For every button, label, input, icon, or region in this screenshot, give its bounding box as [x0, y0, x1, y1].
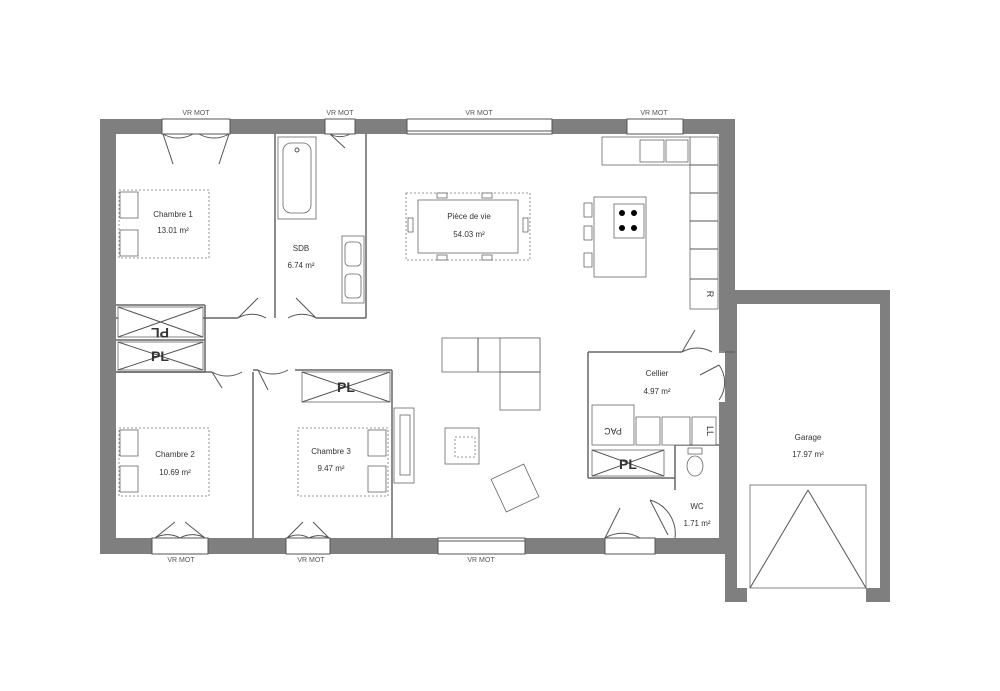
window-labels: VR MOT VR MOT VR MOT VR MOT VR MOT VR MO… — [167, 110, 668, 564]
room-name-sdb: SDB — [293, 244, 309, 253]
fridge-label: R — [705, 291, 715, 298]
exterior-walls — [100, 119, 890, 602]
pac-label: PAC — [604, 426, 622, 436]
room-name-garage: Garage — [795, 433, 822, 442]
closet-label-2: PL — [151, 348, 169, 364]
interior-walls — [116, 134, 735, 538]
door-swings — [154, 133, 726, 539]
room-area-cellier: 4.97 m² — [643, 387, 670, 396]
closet-label-3: PL — [337, 379, 355, 395]
appliance-labels: R PAC LL — [604, 291, 715, 436]
furniture — [117, 136, 867, 589]
room-name-chambre2: Chambre 2 — [155, 450, 195, 459]
closet-label-1: PL — [151, 325, 169, 341]
window-label-bottom-3: VR MOT — [467, 557, 495, 564]
window-label-top-4: VR MOT — [640, 110, 668, 117]
room-area-garage: 17.97 m² — [792, 450, 824, 459]
room-name-chambre1: Chambre 1 — [153, 210, 193, 219]
window-frames — [151, 118, 684, 555]
room-area-chambre1: 13.01 m² — [157, 226, 189, 235]
room-area-chambre2: 10.69 m² — [159, 468, 191, 477]
window-label-top-3: VR MOT — [465, 110, 493, 117]
closet-labels: PL PL PL PL — [151, 325, 638, 472]
dining-chairs — [407, 192, 529, 261]
ll-label: LL — [705, 426, 715, 436]
room-name-piece-de-vie: Pièce de vie — [447, 212, 491, 221]
room-area-piece-de-vie: 54.03 m² — [453, 230, 485, 239]
window-label-top-1: VR MOT — [182, 110, 210, 117]
room-area-chambre3: 9.47 m² — [317, 464, 344, 473]
room-labels: Chambre 1 13.01 m² SDB 6.74 m² Pièce de … — [153, 210, 824, 528]
window-label-bottom-1: VR MOT — [167, 557, 195, 564]
room-name-wc: WC — [690, 502, 704, 511]
room-area-wc: 1.71 m² — [683, 519, 710, 528]
room-name-cellier: Cellier — [646, 369, 669, 378]
window-label-bottom-2: VR MOT — [297, 557, 325, 564]
window-label-top-2: VR MOT — [326, 110, 354, 117]
room-name-chambre3: Chambre 3 — [311, 447, 351, 456]
closet-label-4: PL — [619, 456, 637, 472]
room-area-sdb: 6.74 m² — [287, 261, 314, 270]
